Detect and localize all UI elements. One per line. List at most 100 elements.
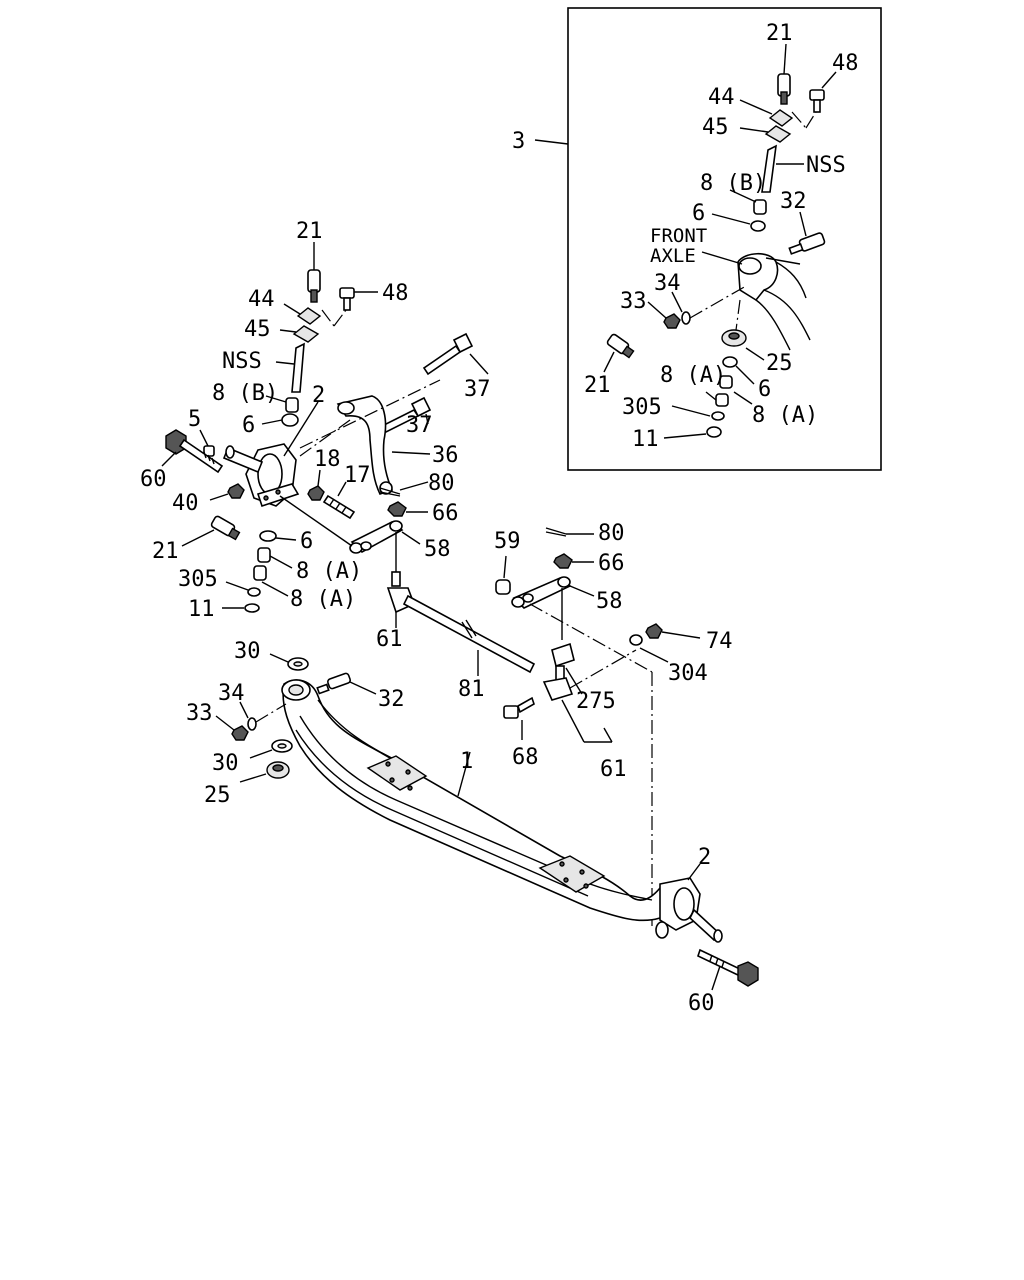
label-37-lower: 37: [406, 413, 433, 438]
steering-arm-assembly: 37 37 36 18 17 80: [279, 332, 491, 574]
inset-callout-3: 3: [512, 129, 525, 154]
bolt-48: [339, 287, 355, 299]
label-36: 36: [432, 443, 459, 468]
label-21: 21: [296, 219, 323, 244]
label-8b: 8 (B): [212, 381, 278, 406]
label-304: 304: [668, 661, 708, 686]
label-61-left: 61: [376, 627, 403, 652]
bushing-8b: [285, 397, 299, 413]
lock-washer-34: [247, 717, 257, 731]
bushing-8a-2: [253, 565, 267, 581]
label-8a-lower: 8 (A): [290, 587, 356, 612]
nut-74: [645, 623, 663, 639]
nut-33: [231, 725, 249, 741]
inset-bushing-8a-1: [719, 375, 733, 389]
label-61-right: 61: [600, 757, 627, 782]
cap-11: [244, 603, 260, 613]
label-34: 34: [218, 681, 245, 706]
label-1: 1: [460, 749, 473, 774]
inset-grease-nipple-top: [777, 73, 791, 105]
inset-label-32: 32: [780, 189, 807, 214]
inset-label-34: 34: [654, 271, 681, 296]
washer-6-upper: [281, 413, 299, 427]
tie-rod-end-61-right: [542, 665, 574, 701]
label-2: 2: [312, 383, 325, 408]
label-30-upper: 30: [234, 639, 261, 664]
tie-rod-arm-58-left: [279, 495, 404, 554]
bolt-60-right: [697, 948, 759, 987]
plate-45: [292, 325, 320, 343]
inset-axle-end: [737, 252, 811, 351]
inset-label-6-lower: 6: [758, 377, 771, 402]
label-80-upper: 80: [428, 471, 455, 496]
bolt-60-left: [165, 429, 224, 474]
label-275: 275: [576, 689, 616, 714]
inset-washer-6-lower: [722, 356, 738, 368]
cotter-80-upper: [379, 487, 401, 497]
label-59: 59: [494, 529, 521, 554]
inset-nut-33: [663, 313, 681, 329]
label-11: 11: [188, 597, 215, 622]
inset-label-8a-upper: 8 (A): [660, 363, 726, 388]
nut-40: [227, 483, 245, 499]
shim-305: [247, 587, 261, 597]
label-48: 48: [382, 281, 409, 306]
inset-plate-45: [764, 125, 792, 143]
label-25: 25: [204, 783, 231, 808]
label-60-left: 60: [140, 467, 167, 492]
inset-label-21-lower: 21: [584, 373, 611, 398]
inset-plate-44: [768, 109, 794, 127]
steering-knuckle-right: [655, 863, 723, 943]
inset-label-25: 25: [766, 351, 793, 376]
label-6-lower: 6: [300, 529, 313, 554]
label-58-left: 58: [424, 537, 451, 562]
cotter-pin-32: [316, 672, 352, 695]
inset-lock-washer-34: [681, 311, 691, 325]
inset-label-front: FRONT: [650, 225, 707, 247]
spring-seat-right: [538, 855, 606, 893]
label-17: 17: [344, 463, 371, 488]
kingpin: [291, 342, 305, 393]
label-45: 45: [244, 317, 271, 342]
label-5: 5: [188, 407, 201, 432]
axle-beam-1: [281, 679, 669, 922]
inset-cap-11: [706, 426, 722, 438]
label-66-right: 66: [598, 551, 625, 576]
label-68: 68: [512, 745, 539, 770]
label-6-upper: 6: [242, 413, 255, 438]
plate-44: [296, 307, 322, 325]
label-21-lower: 21: [152, 539, 179, 564]
inset-label-6-upper: 6: [692, 201, 705, 226]
grease-nipple-21-lower: [210, 515, 241, 541]
inset-label-21: 21: [766, 21, 793, 46]
inset-label-axle: AXLE: [650, 245, 696, 267]
nut-66-right: [553, 553, 573, 569]
steering-knuckle: [222, 443, 300, 508]
inset-kingpin: [761, 144, 777, 193]
washer-6-lower: [259, 530, 277, 542]
inset-label-48: 48: [832, 51, 859, 76]
spring-seat-left: [366, 755, 428, 791]
inset-label-11: 11: [632, 427, 659, 452]
label-58-right: 58: [596, 589, 623, 614]
grease-nipple-21: [307, 269, 321, 293]
label-33: 33: [186, 701, 213, 726]
inset-bolt-48: [809, 89, 825, 113]
inset-label-33: 33: [620, 289, 647, 314]
tie-rod-assembly: 61 81 59 80 66 58: [376, 521, 733, 930]
inset-cotter-pin-32: [788, 232, 826, 255]
inset-shim-305: [711, 411, 725, 421]
stud-17: [322, 494, 356, 520]
bolt-68: [503, 696, 535, 719]
inset-bushing-8b: [753, 199, 767, 215]
bushing-8a-1: [257, 547, 271, 563]
label-66-upper: 66: [432, 501, 459, 526]
inset-label-45: 45: [702, 115, 729, 140]
inset-label-305: 305: [622, 395, 662, 420]
label-30-lower: 30: [212, 751, 239, 776]
bolt-37-a: [422, 332, 474, 376]
label-18: 18: [314, 447, 341, 472]
inset-washer-6: [750, 220, 766, 232]
washer-304: [629, 634, 643, 646]
inset-grease-nipple-bottom: [606, 333, 635, 359]
